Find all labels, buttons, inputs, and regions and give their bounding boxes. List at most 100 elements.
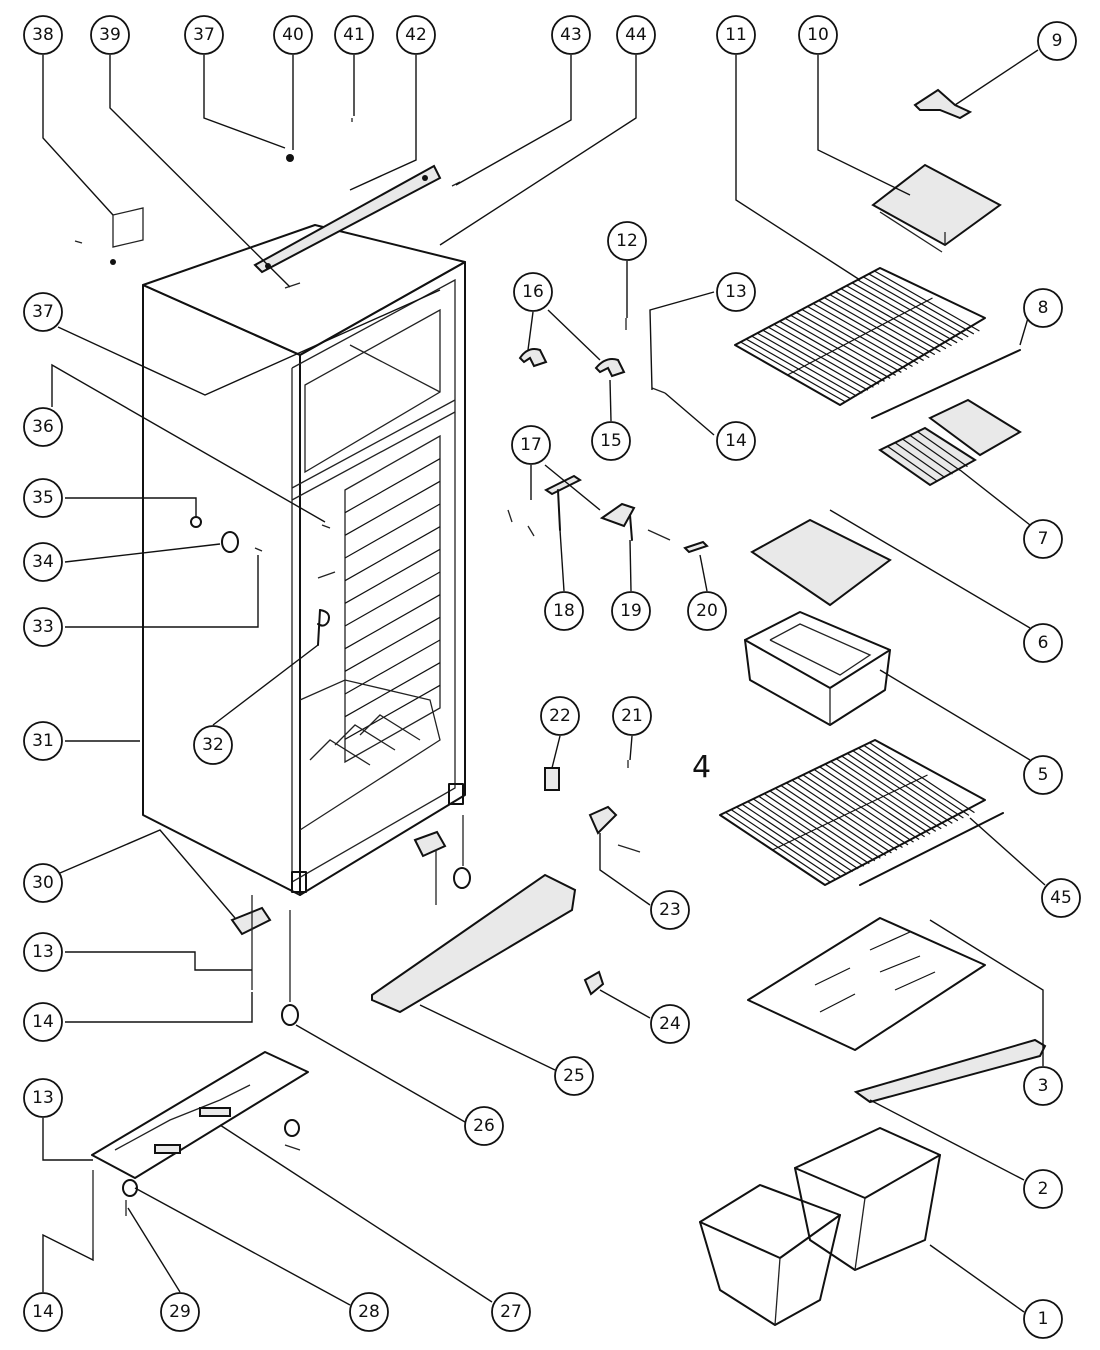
callout-bubble: [23, 478, 63, 518]
callout-number: 41: [343, 25, 365, 45]
chiller-tray: [871, 163, 1002, 253]
callout-number: 23: [659, 900, 681, 920]
callout-8: 8: [1023, 288, 1063, 328]
callout-number: 5: [1038, 765, 1049, 785]
leader-line-9: [954, 49, 1039, 106]
callout-bubble: [650, 1004, 690, 1044]
callout-bubble: [798, 15, 838, 55]
leader-line-43: [455, 55, 572, 186]
callout-31: 31: [23, 721, 63, 761]
callout-24: 24: [650, 1004, 690, 1044]
leader-line-11: [735, 55, 861, 281]
callout-bubble: [23, 542, 63, 582]
callout-13: 13: [716, 272, 756, 312]
leader-line-24: [599, 989, 651, 1019]
leader-line-26: [295, 1024, 466, 1123]
callout-number: 20: [696, 601, 718, 621]
bottom-grille: [371, 873, 577, 1014]
callout-number: 24: [659, 1014, 681, 1034]
leader-line-22: [551, 735, 561, 769]
callout-9: 9: [1037, 21, 1077, 61]
leader-line-13: [649, 291, 715, 391]
callout-21: 21: [612, 696, 652, 736]
callout-number: 13: [32, 942, 54, 962]
shelf-front-trim: [853, 1038, 1047, 1104]
callout-36: 36: [23, 407, 63, 447]
callout-40: 40: [273, 15, 313, 55]
callout-bubble: [1023, 519, 1063, 559]
callout-number: 12: [616, 231, 638, 251]
callout-bubble: [464, 1106, 504, 1146]
callout-19: 19: [611, 591, 651, 631]
callout-bubble: [23, 721, 63, 761]
front-foot-bracket: [413, 830, 447, 858]
leader-line-27: [219, 1124, 493, 1303]
leader-line-14: [42, 1233, 94, 1292]
leader-line-33: [65, 555, 259, 628]
callout-number: 33: [32, 617, 54, 637]
leader-lines: [42, 49, 1046, 1313]
callout-bubble: [273, 15, 313, 55]
shelf-rod-45: [859, 812, 1004, 886]
callout-44: 44: [616, 15, 656, 55]
callout-25: 25: [554, 1056, 594, 1096]
callout-number: 42: [405, 25, 427, 45]
leader-line-39: [109, 55, 291, 288]
crisper-drawer: [744, 611, 891, 726]
callout-23: 23: [650, 890, 690, 930]
leader-line-21: [629, 735, 633, 761]
callout-number: 44: [625, 25, 647, 45]
leader-line-5: [879, 669, 1031, 761]
callout-13: 13: [23, 932, 63, 972]
leader-line-10: [817, 55, 911, 196]
callout-14: 14: [716, 421, 756, 461]
callout-number: 32: [202, 735, 224, 755]
callout-bubble: [90, 15, 130, 55]
callout-34: 34: [23, 542, 63, 582]
callout-number: 45: [1050, 888, 1072, 908]
callout-39: 39: [90, 15, 130, 55]
callout-bubble: [334, 15, 374, 55]
fridge-wire-shelf: [719, 739, 986, 886]
callout-bubble: [1041, 878, 1081, 918]
callout-22: 22: [540, 696, 580, 736]
refrigerator-cabinet: [74, 207, 466, 896]
ice-trays: [878, 398, 1022, 487]
callout-number: 13: [725, 282, 747, 302]
callout-bubble: [1023, 1299, 1063, 1339]
leader-line-32: [212, 644, 319, 726]
callout-15: 15: [591, 421, 631, 461]
callout-number: 22: [549, 706, 571, 726]
leader-line-38: [42, 55, 114, 216]
callout-12: 12: [607, 221, 647, 261]
callout-number: 43: [560, 25, 582, 45]
callout-bubble: [23, 607, 63, 647]
leader-line-17: [530, 464, 601, 511]
vegetable-bins: [699, 1127, 941, 1326]
leader-line-8: [1019, 317, 1029, 346]
callout-bubble: [650, 890, 690, 930]
callout-number: 10: [807, 25, 829, 45]
callout-number: 25: [563, 1066, 585, 1086]
freezer-wire-shelf: [734, 267, 986, 406]
callout-42: 42: [396, 15, 436, 55]
callout-number: 39: [99, 25, 121, 45]
callout-number: 8: [1038, 298, 1049, 318]
callout-16: 16: [513, 272, 553, 312]
callout-43: 43: [551, 15, 591, 55]
callout-bubble: [396, 15, 436, 55]
leader-line-18: [559, 529, 565, 592]
callout-number: 31: [32, 731, 54, 751]
callout-number: 14: [32, 1012, 54, 1032]
callout-number: 40: [282, 25, 304, 45]
callout-bubble: [1023, 623, 1063, 663]
callout-number: 19: [620, 601, 642, 621]
leader-line-25: [419, 1004, 556, 1071]
callout-30: 30: [23, 863, 63, 903]
callout-bubble: [513, 272, 553, 312]
callout-1: 1: [1023, 1299, 1063, 1339]
callout-37: 37: [23, 292, 63, 332]
callout-35: 35: [23, 478, 63, 518]
callout-number: 21: [621, 706, 643, 726]
callout-number: 28: [358, 1302, 380, 1322]
